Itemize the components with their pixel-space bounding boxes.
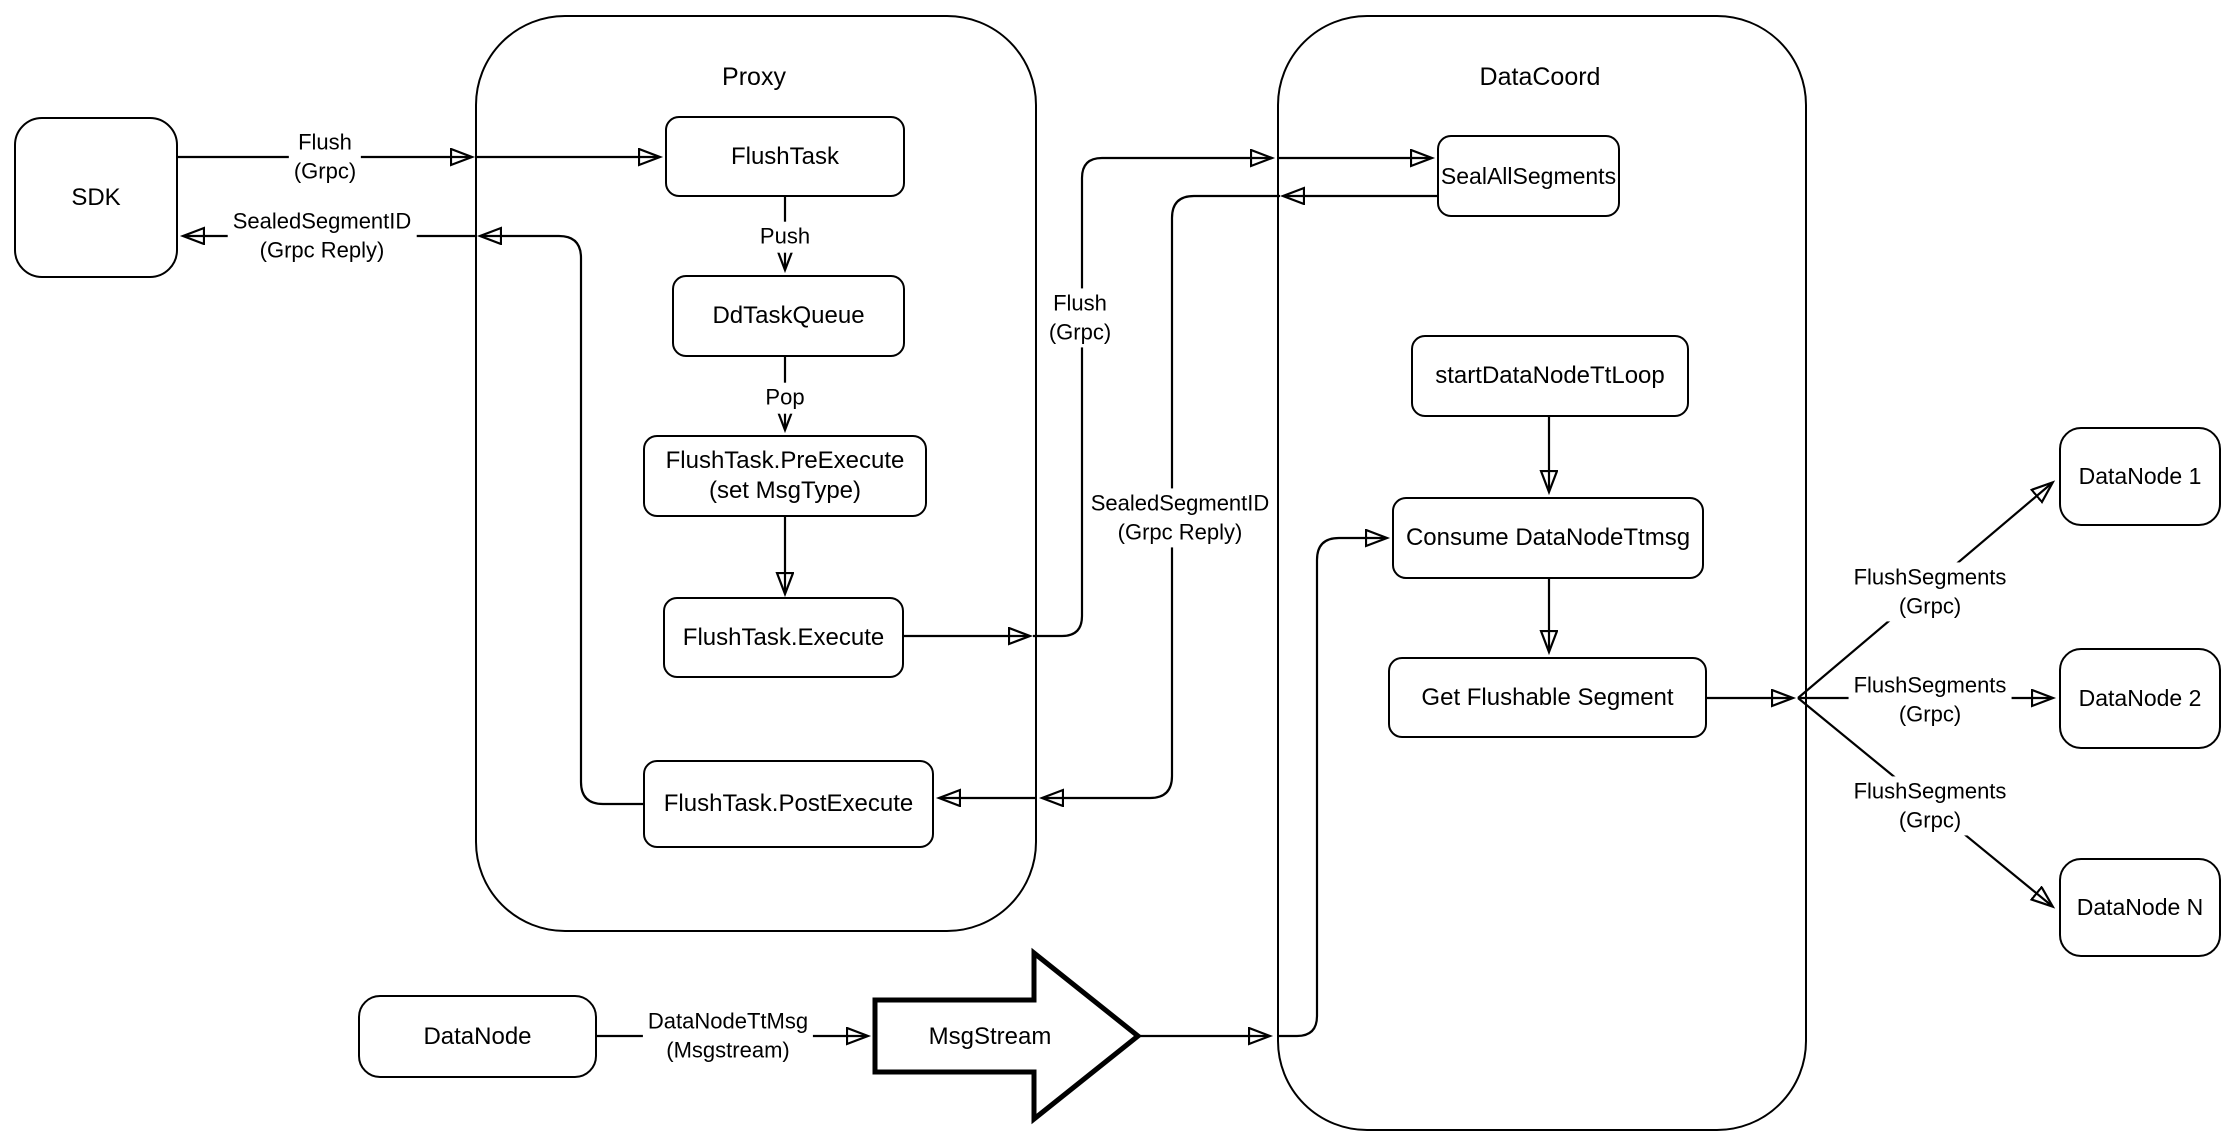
edge-flush-up — [1033, 158, 1271, 638]
node-flushtask-postexecute: FlushTask.PostExecute — [643, 760, 934, 848]
label-flush-grpc-sdk: Flush (Grpc) — [288, 127, 362, 187]
label-flush-grpc-mid: Flush (Grpc) — [1043, 288, 1117, 348]
msgstream-label: MsgStream — [928, 1023, 1052, 1050]
edge-postexecute-up — [481, 236, 643, 806]
node-sdk: SDK — [14, 117, 178, 278]
label-flushsegments-n: FlushSegments (Grpc) — [1848, 776, 2012, 836]
node-datanode-1: DataNode 1 — [2059, 427, 2221, 526]
proxy-title: Proxy — [722, 63, 786, 91]
label-flushsegments-2: FlushSegments (Grpc) — [1848, 670, 2012, 730]
label-sealedsegmentid-sdk: SealedSegmentID (Grpc Reply) — [227, 206, 417, 266]
edge-border-to-consume — [1277, 538, 1386, 1038]
label-flushsegments-1: FlushSegments (Grpc) — [1848, 562, 2012, 622]
node-datanode-bottom: DataNode — [358, 995, 597, 1078]
node-consume-datanodettmsg: Consume DataNodeTtmsg — [1392, 497, 1704, 579]
label-datanodettmsg: DataNodeTtMsg (Msgstream) — [642, 1006, 814, 1066]
msgstream-arrow-shape — [872, 947, 1143, 1125]
node-datanode-2: DataNode 2 — [2059, 648, 2221, 749]
node-flushtask-preexecute: FlushTask.PreExecute (set MsgType) — [643, 435, 927, 517]
node-flushtask-execute: FlushTask.Execute — [663, 597, 904, 678]
node-get-flushable-segment: Get Flushable Segment — [1388, 657, 1707, 738]
datacoord-title: DataCoord — [1479, 63, 1601, 91]
node-ddtaskqueue: DdTaskQueue — [672, 275, 905, 357]
label-sealedsegmentid-mid: SealedSegmentID (Grpc Reply) — [1085, 488, 1275, 548]
node-flushtask: FlushTask — [665, 116, 905, 197]
label-pop: Pop — [760, 382, 810, 414]
node-datanode-n: DataNode N — [2059, 858, 2221, 957]
node-sealallsegments: SealAllSegments — [1437, 135, 1620, 217]
proxy-container — [475, 15, 1037, 932]
label-push: Push — [754, 221, 816, 253]
node-startdatanodettloop: startDataNodeTtLoop — [1411, 335, 1689, 417]
datacoord-container — [1277, 15, 1807, 1131]
